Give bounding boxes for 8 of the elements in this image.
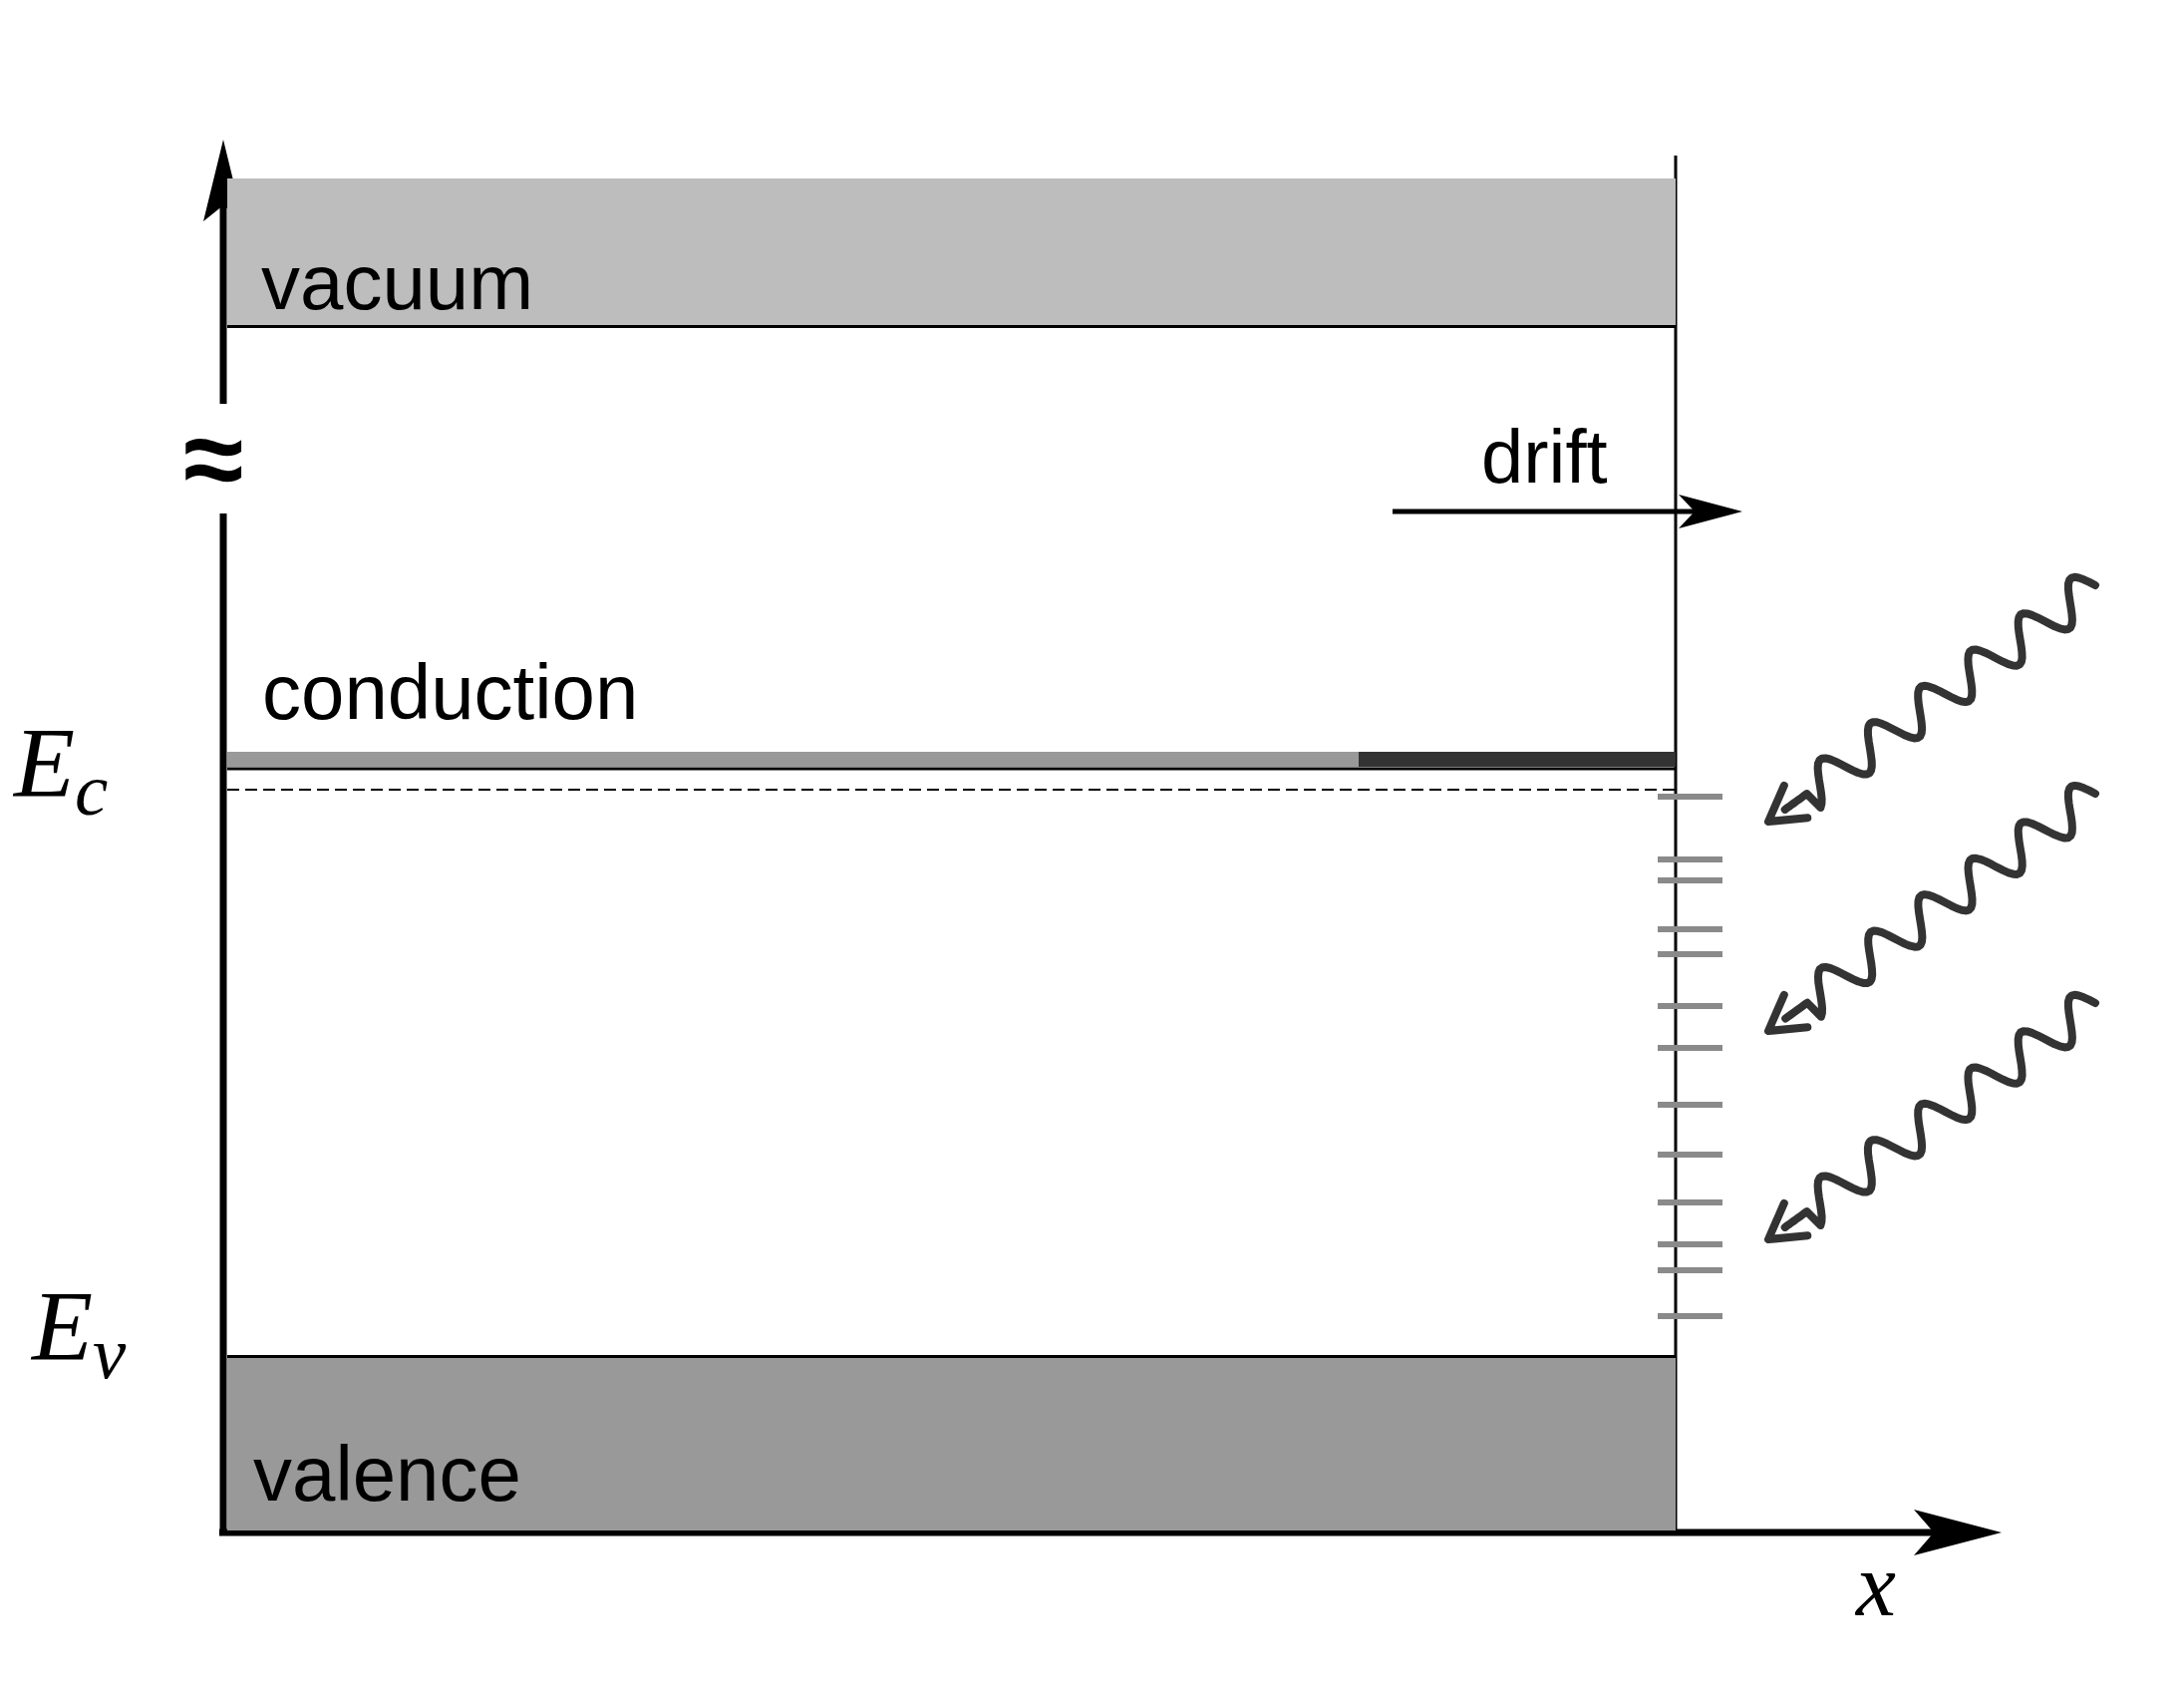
band-label: conduction bbox=[261, 653, 640, 731]
axis-break-symbol: ≈ bbox=[183, 404, 244, 513]
vacuum-band bbox=[227, 178, 1676, 328]
band-label: vacuum bbox=[261, 243, 534, 325]
axis-label: x bbox=[1856, 1540, 1896, 1630]
valence-band bbox=[227, 1355, 1676, 1530]
band-label: valence bbox=[253, 1435, 521, 1520]
drift-label: drift bbox=[1481, 419, 1608, 495]
